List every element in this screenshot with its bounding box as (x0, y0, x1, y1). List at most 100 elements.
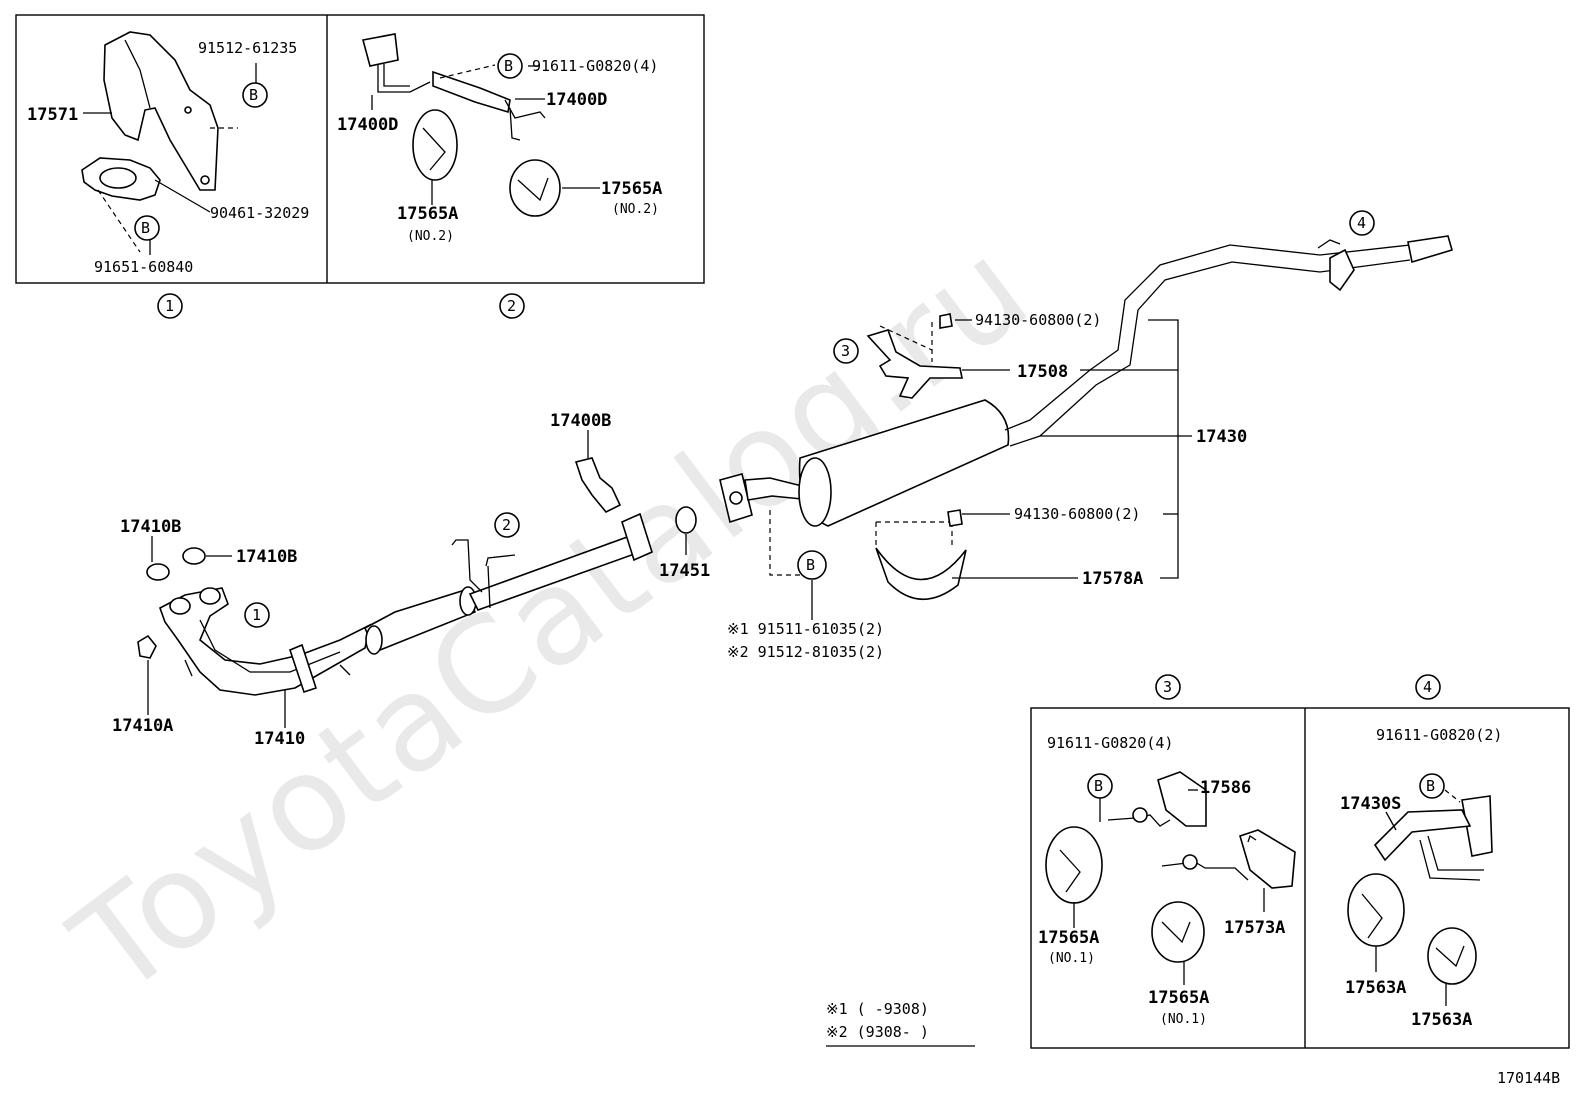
b-marker: B (1087, 773, 1113, 799)
detail-marker-1: 1 (157, 293, 183, 319)
svg-text:B: B (806, 556, 815, 574)
part-label-17410a: 17410A (112, 716, 173, 736)
rubber-mount-17563a-b (1427, 927, 1477, 985)
nut-94130-bottom (947, 509, 963, 527)
bracket-17573a (1239, 829, 1296, 889)
svg-text:B: B (504, 57, 513, 75)
part-label-17430s: 17430S (1340, 794, 1401, 814)
rubber-mount-17565a-right (509, 159, 561, 217)
svg-text:B: B (1094, 777, 1103, 795)
nut-17410a (137, 634, 157, 659)
part-label-17410: 17410 (254, 729, 305, 749)
detail-1-drawing (81, 31, 257, 255)
part-label-91611-g0820-4-box3: 91611-G0820(4) (1047, 734, 1173, 752)
diagram-code: 170144B (1497, 1069, 1560, 1087)
applicability-legend: ※1 ( -9308) ※2 (9308- ) (826, 1000, 975, 1047)
part-label-17410b-a: 17410B (120, 517, 181, 537)
b-marker: B (497, 53, 523, 79)
pipe-flange (621, 512, 653, 562)
part-label-17410b-b: 17410B (236, 547, 297, 567)
legend-row-1: ※1 ( -9308) (826, 1000, 929, 1018)
note-no2-right: (NO.2) (612, 202, 659, 217)
rubber-mount-17565a-b (1151, 901, 1205, 963)
part-label-17571: 17571 (27, 105, 78, 125)
heat-shield-17578a (875, 547, 967, 601)
tail-pipe-end (1407, 235, 1453, 264)
svg-text:3: 3 (841, 342, 850, 360)
bracket-17508 (866, 329, 963, 399)
rubber-mount-17565a-left (412, 109, 458, 181)
part-label-17400d-right: 17400D (546, 90, 607, 110)
svg-text:3: 3 (1163, 678, 1172, 696)
bracket-17430s (1461, 795, 1493, 857)
part-label-94130-60800-bottom: 94130-60800(2) (1014, 505, 1140, 523)
bolt-head (1132, 807, 1148, 823)
svg-text:2: 2 (502, 516, 511, 534)
part-label-17563a-b: 17563A (1411, 1010, 1472, 1030)
part-label-17563a-a: 17563A (1345, 978, 1406, 998)
note-91511-61035: ※1 91511-61035(2) (727, 620, 884, 638)
detail-marker-3: 3 (833, 338, 859, 364)
legend-row-2: ※2 (9308- ) (826, 1023, 929, 1041)
hanger-17400d-left (362, 33, 399, 67)
b-marker: B (242, 82, 268, 108)
shield-bolt-hole (200, 175, 210, 185)
part-label-91651-60840: 91651-60840 (94, 258, 193, 276)
svg-text:B: B (1426, 777, 1435, 795)
shield-bolt-hole (184, 106, 192, 114)
b-marker: B (1419, 773, 1445, 799)
note-no2-left: (NO.2) (407, 229, 454, 244)
gasket-17451 (675, 506, 697, 534)
note-no1-b: (NO.1) (1160, 1012, 1207, 1027)
svg-text:4: 4 (1357, 214, 1366, 232)
svg-text:B: B (249, 86, 258, 104)
nut-94130-top (939, 313, 953, 329)
detail-box-frame-top (15, 14, 705, 284)
front-pipe-17410 (159, 512, 653, 696)
part-label-17586: 17586 (1200, 778, 1251, 798)
hanger-17400b (574, 457, 622, 514)
manifold-port (169, 597, 191, 615)
detail-marker-4: 4 (1415, 674, 1441, 700)
detail-marker-2: 2 (499, 293, 525, 319)
part-label-17565a-box3-a: 17565A (1038, 928, 1099, 948)
detail-marker-4: 4 (1349, 210, 1375, 236)
svg-text:2: 2 (507, 297, 516, 315)
part-label-17565a-left: 17565A (397, 204, 458, 224)
manifold-port (199, 587, 221, 605)
part-label-17565a-right: 17565A (601, 179, 662, 199)
part-label-91512-61235: 91512-61235 (198, 39, 297, 57)
gasket-17410b-b (182, 547, 206, 565)
b-marker: B (797, 550, 827, 580)
note-91512-81035: ※2 91512-81035(2) (727, 643, 884, 661)
hanger-17400d-right (432, 70, 511, 114)
svg-text:4: 4 (1423, 678, 1432, 696)
note-no1-a: (NO.1) (1048, 951, 1095, 966)
part-label-17400b: 17400B (550, 411, 611, 431)
detail-3-drawing (1045, 771, 1296, 985)
detail-marker-2: 2 (494, 512, 520, 538)
part-label-17430: 17430 (1196, 427, 1247, 447)
detail-4-drawing (1347, 789, 1493, 1006)
part-label-17578a: 17578A (1082, 569, 1143, 589)
muffler-end (798, 457, 832, 527)
part-label-91611-g0820-2: 91611-G0820(2) (1376, 726, 1502, 744)
gasket-17410b-a (146, 563, 170, 581)
svg-text:B: B (141, 219, 150, 237)
detail-box-frame-bottom (1030, 707, 1570, 1049)
hanger-17430s (1373, 809, 1472, 862)
svg-text:1: 1 (252, 606, 261, 624)
part-label-17565a-box3-b: 17565A (1148, 988, 1209, 1008)
detail-2-drawing (362, 33, 600, 217)
part-label-90461-32029: 90461-32029 (210, 204, 309, 222)
part-label-17573a: 17573A (1224, 918, 1285, 938)
part-label-94130-60800-top: 94130-60800(2) (975, 311, 1101, 329)
part-label-91611-g0820-4: 91611-G0820(4) (532, 57, 658, 75)
b-marker: B (134, 215, 160, 241)
pipe-clamp (289, 643, 318, 694)
part-label-17508: 17508 (1017, 362, 1068, 382)
tail-hanger (1329, 248, 1355, 292)
bracket-17586 (1157, 771, 1207, 827)
